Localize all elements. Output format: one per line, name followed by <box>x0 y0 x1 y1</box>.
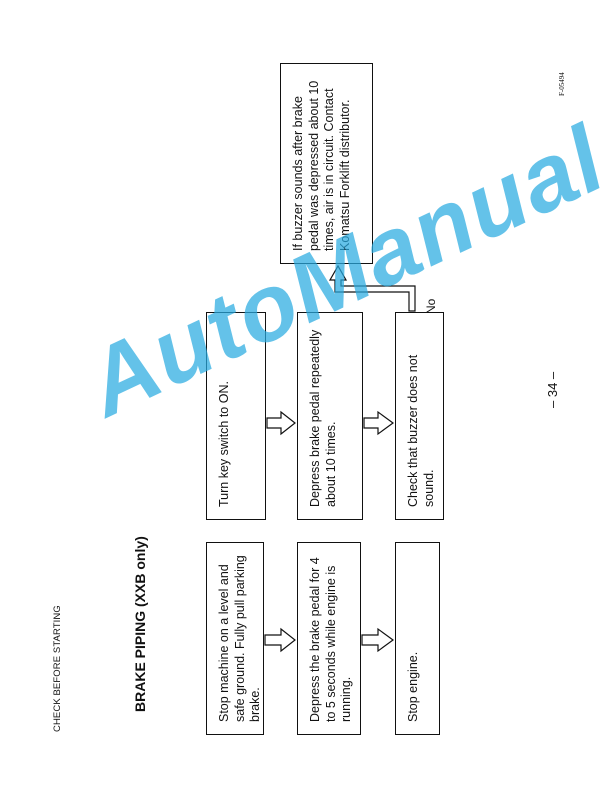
arrow-down-left-2 <box>361 627 395 653</box>
arrow-down-right-2 <box>363 410 395 436</box>
figure-reference: F-05494 <box>558 72 566 96</box>
page-number: – 34 – <box>545 371 560 408</box>
arrow-down-right-1 <box>266 410 296 436</box>
arrow-down-left-1 <box>264 627 296 653</box>
arrow-branch-no <box>328 264 416 312</box>
